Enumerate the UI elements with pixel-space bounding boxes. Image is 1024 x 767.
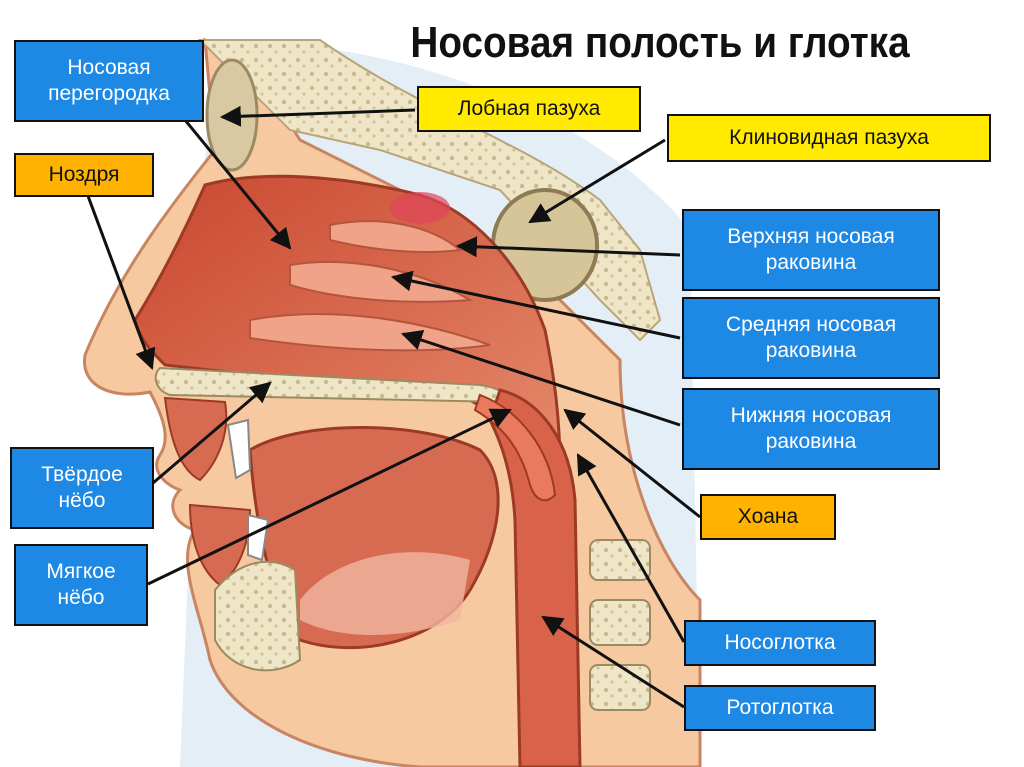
lower-tooth-shape [247, 513, 270, 562]
label-oropharynx: Ротоглотка [684, 685, 876, 731]
label-nostril: Ноздря [14, 153, 154, 197]
vertebra-1 [589, 539, 651, 581]
label-inferior-concha: Нижняя носовая раковина [682, 388, 940, 470]
label-choana: Хоана [700, 494, 836, 540]
pointer-nasopharynx [576, 453, 686, 643]
label-soft-palate: Мягкое нёбо [14, 544, 148, 626]
middle-turbinate-shape [289, 260, 474, 303]
mandible-shape [214, 560, 302, 672]
inferior-turbinate-shape [249, 313, 491, 352]
vertebra-3 [589, 664, 651, 711]
label-hard-palate: Твёрдое нёбо [10, 447, 154, 529]
pointer-middle-concha [390, 270, 681, 340]
olfactory-area-shape [390, 192, 450, 224]
label-nasopharynx: Носоглотка [684, 620, 876, 666]
pointer-soft-palate [147, 408, 512, 586]
pointer-septum [183, 119, 292, 250]
pointer-superior-concha [455, 236, 681, 258]
label-nasal-septum: Носовая перегородка [14, 40, 204, 122]
tongue-muscle-shape [300, 552, 470, 635]
label-sphenoid-sinus: Клиновидная пазуха [667, 114, 991, 162]
pointer-inferior-concha [401, 329, 681, 427]
label-frontal-sinus: Лобная пазуха [417, 86, 641, 132]
pointer-nostril [86, 195, 156, 370]
vertebra-2 [589, 599, 651, 646]
page-title: Носовая полость и глотка [410, 18, 910, 67]
pointer-choana [563, 408, 701, 519]
pointer-hard-palate [152, 381, 272, 485]
pharynx-shape [488, 388, 582, 767]
pointer-frontal-sinus [219, 105, 416, 127]
upper-tooth-shape [226, 418, 252, 480]
pointer-oropharynx [541, 615, 685, 709]
label-middle-concha: Средняя носовая раковина [682, 297, 940, 379]
pointer-sphenoid-sinus [528, 138, 666, 224]
label-superior-concha: Верхняя носовая раковина [682, 209, 940, 291]
pointer-lines [86, 105, 701, 709]
